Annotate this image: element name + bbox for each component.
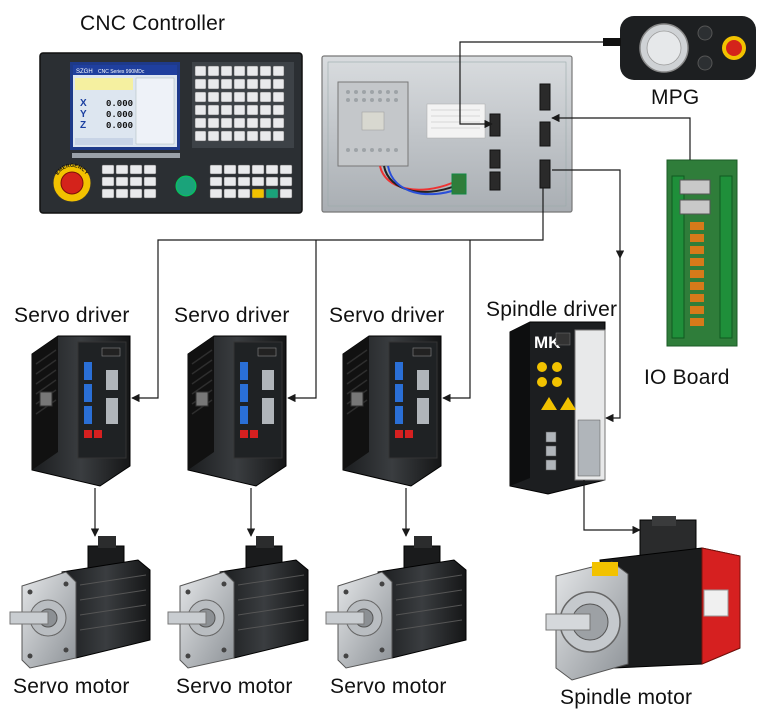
machine-keypad-right (209, 164, 293, 199)
servo-driver-2 (187, 335, 287, 487)
servo-motor-2 (167, 535, 309, 669)
servo-driver-label-2: Servo driver (174, 304, 290, 327)
machine-keypad-left (101, 164, 157, 199)
controller-screen: SZGH CNC Series 990MDc X Y Z 0.000 0.000… (70, 62, 180, 150)
servo-motor-label-3: Servo motor (330, 675, 447, 698)
axis-y-value: 0.000 (106, 110, 133, 120)
axis-x-value: 0.000 (106, 99, 133, 109)
spindle-driver: MK (509, 321, 606, 495)
axis-z-value: 0.000 (106, 121, 133, 131)
cycle-start-button (175, 175, 197, 197)
controller-rear-plate (321, 55, 573, 213)
servo-motor-label-2: Servo motor (176, 675, 293, 698)
axis-z-label: Z (80, 120, 86, 131)
spindle-driver-buttons (537, 362, 562, 387)
cnc-controller-label: CNC Controller (80, 12, 226, 35)
servo-motor-3 (325, 535, 467, 669)
servo-driver-1 (31, 335, 131, 487)
io-board (666, 159, 738, 347)
spindle-motor-label: Spindle motor (560, 686, 693, 709)
spindle-motor (545, 516, 741, 681)
screen-brand: SZGH (76, 69, 93, 75)
io-board-label: IO Board (644, 366, 730, 389)
alpha-keypad (192, 62, 294, 148)
servo-driver-3 (342, 335, 442, 487)
power-supply (337, 81, 409, 167)
servo-motor-label-1: Servo motor (13, 675, 130, 698)
board-label-sticker (426, 103, 486, 139)
cnc-controller: SZGH CNC Series 990MDc X Y Z 0.000 0.000… (39, 52, 303, 214)
spindle-driver-label: Spindle driver (486, 298, 618, 321)
emergency-stop-button: EMERGENCY (52, 163, 92, 203)
spindle-driver-brand: MK (534, 333, 561, 352)
axis-y-label: Y (80, 109, 87, 120)
mpg-label: MPG (651, 86, 700, 109)
connection-lines (90, 41, 691, 537)
servo-motor-1 (9, 536, 151, 669)
axis-x-label: X (80, 98, 87, 109)
mpg-handwheel (603, 16, 756, 80)
servo-driver-label-1: Servo driver (14, 304, 130, 327)
servo-driver-label-3: Servo driver (329, 304, 445, 327)
screen-title: CNC Series 990MDc (98, 69, 145, 75)
